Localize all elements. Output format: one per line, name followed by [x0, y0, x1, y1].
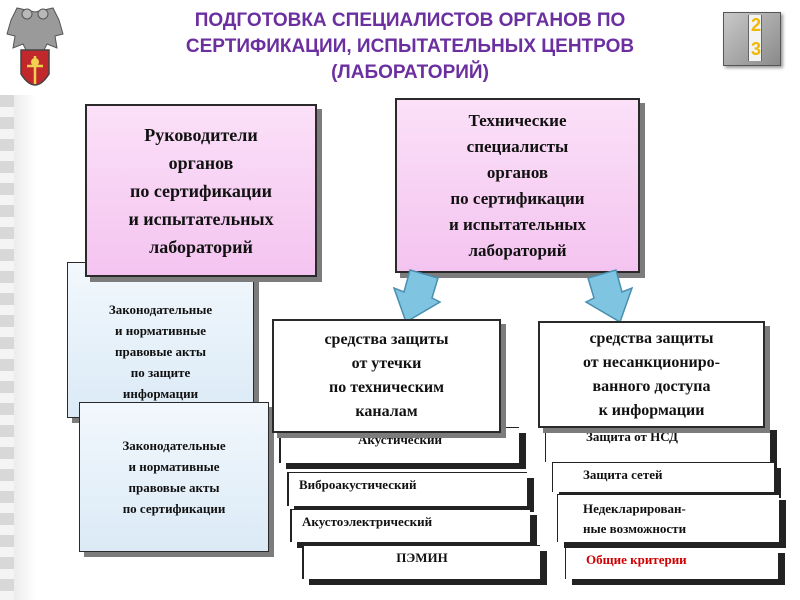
tech-line: по сертификации	[450, 188, 585, 208]
managers-line: Руководители	[144, 124, 258, 145]
down-arrow-right-icon	[584, 269, 634, 324]
managers-line: органов	[168, 152, 234, 173]
nsd-item-label: Защита от НСД	[586, 429, 678, 444]
nsd-item-undeclared: Недеклариро­ван- ные возможности	[557, 494, 779, 542]
doc1-line: Законодательные	[108, 301, 213, 317]
slide-number-strip	[748, 15, 762, 61]
title-line-3: (ЛАБОРАТОРИЙ)	[331, 62, 489, 83]
channel-item-label: Виброакустический	[299, 477, 417, 492]
nsd-line: от несанкциониро-	[583, 353, 720, 371]
slide-number-badge: 2 3	[723, 12, 781, 66]
nsd-item-label: ные возможности	[583, 521, 687, 536]
nsd-item-label: Общие критерии	[586, 552, 687, 567]
channel-item-vibroacoustic: Виброакустический	[287, 472, 527, 506]
managers-line: лабораторий	[149, 236, 253, 257]
doc1-line: по защите	[130, 364, 191, 380]
leak-line: от утечки	[351, 355, 422, 372]
legislation-certification-box: Законодательные и нормативные правовые а…	[79, 402, 269, 552]
channel-item-label: Акустоэлектрический	[302, 514, 433, 529]
nsd-item-common-criteria: Общие критерии	[565, 547, 778, 579]
title-line-1: ПОДГОТОВКА СПЕЦИАЛИСТОВ ОРГАНОВ ПО	[194, 10, 626, 31]
nsd-line: средства защиты	[589, 329, 714, 347]
coat-of-arms-icon	[6, 7, 64, 86]
doc2-line: правовые акты	[128, 480, 220, 495]
tech-line: и испытательных	[448, 214, 587, 234]
tech-line: Технические	[468, 110, 567, 130]
slide-number-digit-2: 3	[750, 39, 761, 59]
tech-line: органов	[486, 162, 549, 182]
managers-box: Руководители органов по сертификации и и…	[85, 104, 317, 277]
title-line-2: СЕРТИФИКАЦИИ, ИСПЫТАТЕЛЬНЫХ ЦЕНТРОВ	[185, 36, 635, 57]
nsd-item-label: Недеклариро­ван-	[583, 501, 686, 516]
nsd-item-protection: Защита от НСД	[545, 424, 770, 462]
nsd-item-networks: Защита сетей	[552, 462, 774, 492]
down-arrow-left-icon	[392, 269, 442, 324]
managers-line: по сертификации	[129, 180, 273, 201]
leak-protection-box: средства защиты от утечки по техническим…	[272, 319, 501, 433]
page-title: ПОДГОТОВКА СПЕЦИАЛИСТОВ ОРГАНОВ ПО СЕРТИ…	[120, 8, 700, 86]
nsd-line: к информации	[598, 401, 705, 419]
doc1-line: правовые акты	[114, 343, 207, 359]
doc2-line: и нормативные	[128, 459, 220, 474]
nsd-item-label: Защита сетей	[583, 467, 663, 482]
doc1-line: и нормативные	[115, 322, 206, 338]
leak-line: каналам	[355, 403, 418, 420]
nsd-line: ванного доступа	[592, 377, 711, 395]
doc2-line: Законодательные	[122, 438, 226, 453]
doc1-line: информации	[122, 385, 199, 401]
slide-number-digit-1: 2	[750, 15, 761, 35]
channel-item-label: Акустический	[358, 432, 442, 447]
channel-item-pemin: ПЭМИН	[302, 545, 540, 579]
channel-item-acoustoelectric: Акустоэлектрический	[290, 509, 530, 542]
film-strip-shade	[14, 95, 36, 600]
film-strip-decoration	[0, 95, 14, 600]
tech-line: специалисты	[466, 136, 569, 156]
unauthorized-access-protection-box: средства защиты от несанкциониро- ванног…	[538, 321, 765, 428]
channel-item-label: ПЭМИН	[396, 550, 448, 565]
technical-specialists-box: Технические специалисты органов по серти…	[395, 98, 640, 273]
leak-line: по техническим	[328, 379, 445, 396]
tech-line: лабораторий	[468, 240, 567, 260]
legislation-protection-box: Законодательные и нормативные правовые а…	[67, 262, 254, 418]
managers-line: и испытательных	[128, 208, 274, 229]
doc2-line: по сертификации	[122, 501, 226, 516]
leak-line: средства защиты	[324, 331, 449, 348]
